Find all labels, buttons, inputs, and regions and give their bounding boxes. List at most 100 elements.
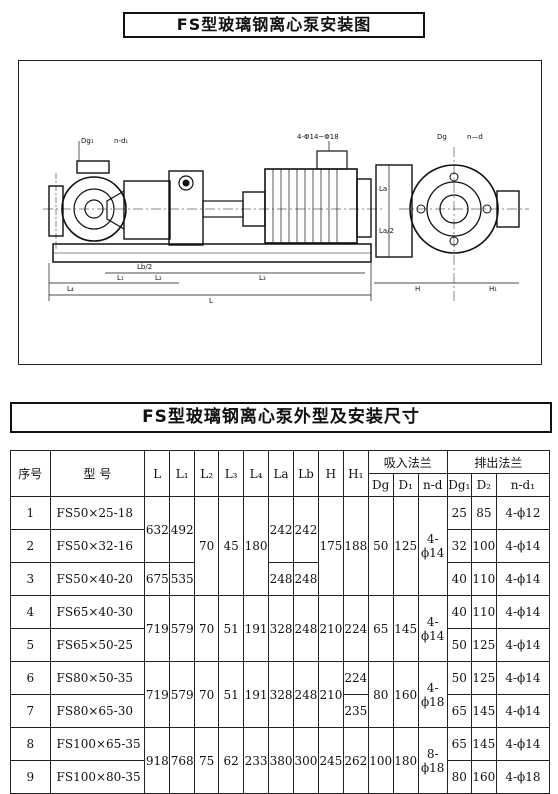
cell-no: 4 bbox=[10, 595, 51, 629]
table-row: 1 FS50×25-18 632 492 70 45 180 242 242 1… bbox=[10, 496, 551, 596]
installation-drawing: Dg₁ n-d₁ 4-Φ14~Φ18 Dg n—d L₄ L₁ L₂ L₃ L … bbox=[18, 60, 542, 365]
cell-no: 6 bbox=[10, 661, 51, 695]
cell-dg1: 65 bbox=[446, 727, 472, 761]
header-suction: 吸入法兰 bbox=[367, 450, 448, 474]
cell-h1: 235 bbox=[342, 694, 369, 728]
header-dg: Dg bbox=[367, 473, 394, 497]
cell-la: 380 bbox=[268, 727, 294, 794]
label-lb-half: Lb/2 bbox=[137, 263, 152, 271]
cell-dg1: 80 bbox=[446, 760, 472, 794]
cell-dg1: 40 bbox=[446, 595, 472, 629]
header-d2: D₂ bbox=[470, 473, 497, 497]
label-bolts: 4-Φ14~Φ18 bbox=[297, 133, 339, 141]
cell-nd1: 4-ϕ14 bbox=[495, 694, 551, 728]
cell-l4: 233 bbox=[243, 727, 270, 794]
cell-l4: 191 bbox=[243, 661, 270, 728]
cell-lb: 248 bbox=[293, 661, 319, 728]
label-l4: L₄ bbox=[67, 285, 74, 293]
cell-model: FS80×50-35 bbox=[49, 661, 146, 695]
drawing-title: FS型玻璃钢离心泵安装图 bbox=[123, 12, 425, 38]
cell-h1: 224 bbox=[342, 661, 369, 695]
cell-h: 245 bbox=[317, 727, 344, 794]
header-dg1: Dg₁ bbox=[446, 473, 472, 497]
header-h: H bbox=[317, 450, 344, 497]
cell-no: 1 bbox=[10, 496, 51, 530]
cell-h: 210 bbox=[317, 661, 344, 728]
cell-l3: 62 bbox=[218, 727, 245, 794]
pump-drawing-svg: Dg₁ n-d₁ 4-Φ14~Φ18 Dg n—d L₄ L₁ L₂ L₃ L … bbox=[43, 133, 529, 305]
cell-l2: 75 bbox=[194, 727, 220, 794]
cell-no: 8 bbox=[10, 727, 51, 761]
cell-nd: 8-ϕ18 bbox=[417, 727, 448, 794]
cell-dg1: 32 bbox=[446, 529, 472, 563]
cell-lb: 248 bbox=[293, 562, 319, 596]
label-dg: Dg bbox=[437, 133, 447, 141]
cell-la: 328 bbox=[268, 661, 294, 728]
cell-l2: 70 bbox=[194, 595, 220, 662]
cell-nd1: 4-ϕ14 bbox=[495, 661, 551, 695]
cell-l2: 70 bbox=[194, 496, 220, 596]
cell-l4: 191 bbox=[243, 595, 270, 662]
header-d1: D₁ bbox=[392, 473, 419, 497]
cell-h1: 188 bbox=[342, 496, 369, 596]
cell-h: 175 bbox=[317, 496, 344, 596]
cell-la: 248 bbox=[268, 562, 294, 596]
cell-l1: 579 bbox=[169, 661, 196, 728]
label-l2: L₂ bbox=[155, 274, 162, 282]
cell-d2: 85 bbox=[470, 496, 497, 530]
cell-l3: 51 bbox=[218, 595, 245, 662]
cell-l2: 70 bbox=[194, 661, 220, 728]
cell-dg1: 25 bbox=[446, 496, 472, 530]
cell-h1: 262 bbox=[342, 727, 369, 794]
cell-l3: 45 bbox=[218, 496, 245, 596]
label-la-half: La/2 bbox=[379, 227, 394, 235]
cell-no: 9 bbox=[10, 760, 51, 794]
header-no: 序号 bbox=[10, 450, 51, 497]
table-row: 4 FS65×40-30 719 579 70 51 191 328 248 2… bbox=[10, 595, 551, 662]
cell-d2: 160 bbox=[470, 760, 497, 794]
cell-d2: 110 bbox=[470, 595, 497, 629]
cell-d1: 160 bbox=[392, 661, 419, 728]
cell-nd1: 4-ϕ14 bbox=[495, 529, 551, 563]
cell-nd: 4-ϕ14 bbox=[417, 496, 448, 596]
header-h1: H₁ bbox=[342, 450, 369, 497]
label-nd1-left: n-d₁ bbox=[114, 137, 128, 145]
label-l1: L₁ bbox=[117, 274, 124, 282]
cell-dg: 65 bbox=[367, 595, 394, 662]
cell-d2: 125 bbox=[470, 628, 497, 662]
header-nd: n-d bbox=[417, 473, 448, 497]
cell-lb: 300 bbox=[293, 727, 319, 794]
cell-model: FS100×80-35 bbox=[49, 760, 146, 794]
cell-d2: 125 bbox=[470, 661, 497, 695]
table-title: FS型玻璃钢离心泵外型及安装尺寸 bbox=[10, 402, 552, 433]
cell-d2: 145 bbox=[470, 727, 497, 761]
cell-no: 3 bbox=[10, 562, 51, 596]
cell-nd1: 4-ϕ14 bbox=[495, 628, 551, 662]
cell-l1: 535 bbox=[169, 562, 196, 596]
cell-nd1: 4-ϕ14 bbox=[495, 595, 551, 629]
cell-dg: 50 bbox=[367, 496, 394, 596]
cell-l1: 768 bbox=[169, 727, 196, 794]
terminal-box bbox=[316, 150, 348, 170]
cell-l1: 579 bbox=[169, 595, 196, 662]
label-h1: H₁ bbox=[489, 285, 497, 293]
label-dg1: Dg₁ bbox=[81, 137, 94, 145]
cell-model: FS50×25-18 bbox=[49, 496, 146, 530]
cell-nd1: 4-ϕ12 bbox=[495, 496, 551, 530]
cell-nd: 4-ϕ14 bbox=[417, 595, 448, 662]
cell-nd1: 4-ϕ14 bbox=[495, 727, 551, 761]
cell-l: 675 bbox=[144, 562, 171, 596]
header-lb: Lb bbox=[293, 450, 319, 497]
cell-d2: 110 bbox=[470, 562, 497, 596]
header-l2: L₂ bbox=[194, 450, 220, 497]
bearing-bracket bbox=[123, 180, 171, 240]
cell-lb: 248 bbox=[293, 595, 319, 662]
header-l4: L₄ bbox=[243, 450, 270, 497]
cell-nd1: 4-ϕ14 bbox=[495, 562, 551, 596]
cell-l: 719 bbox=[144, 595, 171, 662]
table-row: 6 FS80×50-35 719 579 70 51 191 328 248 2… bbox=[10, 661, 551, 728]
cell-l4: 180 bbox=[243, 496, 270, 596]
header-l1: L₁ bbox=[169, 450, 196, 497]
cell-h1: 224 bbox=[342, 595, 369, 662]
cell-l: 719 bbox=[144, 661, 171, 728]
